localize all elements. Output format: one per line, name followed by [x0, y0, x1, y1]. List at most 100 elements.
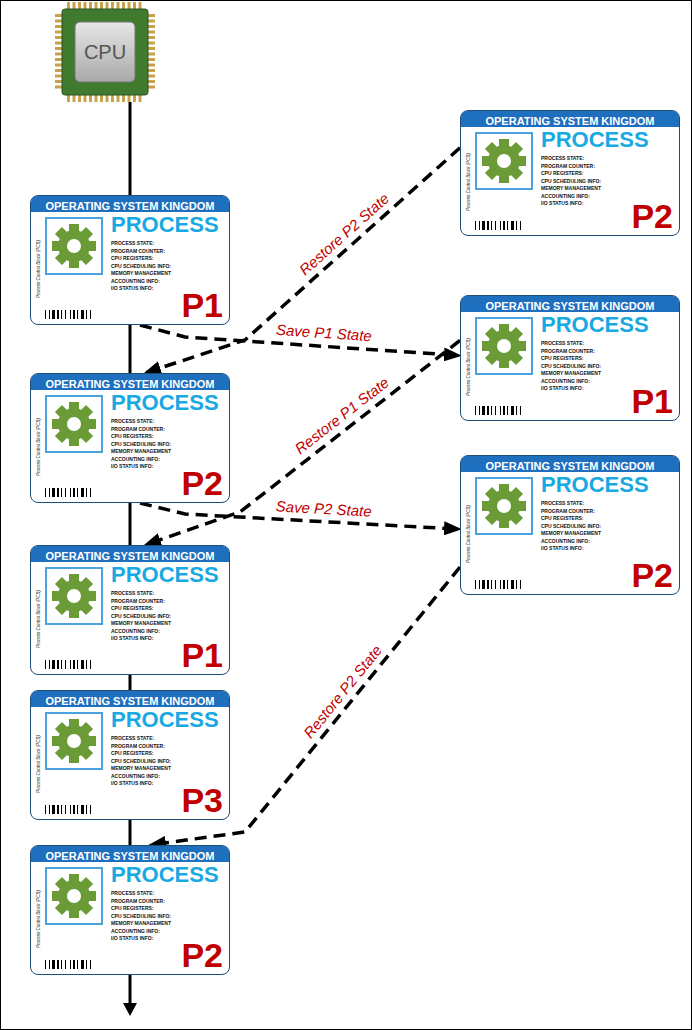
- pcb-field: CPU SCHEDULING INFO:: [541, 363, 601, 371]
- barcode-bar: [520, 580, 521, 589]
- chip-label-wrap: CPU: [75, 22, 135, 82]
- gear-tooth: [55, 227, 93, 265]
- gear-tooth: [55, 405, 93, 443]
- barcode-bar: [516, 580, 517, 589]
- timeline-line: [129, 503, 132, 545]
- card-header: OPERATING SYSTEM KINGDOM: [45, 376, 214, 392]
- barcode-bar: [73, 488, 75, 497]
- chip-substrate: [62, 9, 148, 95]
- process-id: P1: [181, 638, 223, 672]
- barcode: [475, 580, 535, 589]
- pcb-side-label: Process Control Block (PCB): [466, 153, 471, 211]
- pcb-field: MEMORY MANAGEMENT: [541, 370, 601, 378]
- pcb-field: MEMORY MANAGEMENT: [541, 185, 601, 193]
- process-heading: PROCESS: [111, 563, 219, 587]
- barcode-bar: [45, 310, 46, 319]
- barcode-bar: [81, 805, 84, 814]
- barcode-bar: [520, 406, 521, 415]
- barcode-bar: [86, 660, 87, 669]
- pcb-field: MEMORY MANAGEMENT: [111, 620, 171, 628]
- gear-body: [58, 880, 90, 912]
- pcb-side-label: Process Control Block (PCB): [36, 240, 41, 298]
- pcb-field: PROCESS STATE:: [111, 418, 171, 426]
- pcb-card: OPERATING SYSTEM KINGDOMProcess Control …: [30, 545, 230, 675]
- barcode-bar: [57, 660, 59, 669]
- gear-tooth: [55, 722, 93, 760]
- pcb-field-list: PROCESS STATE:PROGRAM COUNTER:CPU REGIST…: [111, 240, 171, 293]
- pcb-field: PROGRAM COUNTER:: [541, 163, 601, 171]
- card-header: OPERATING SYSTEM KINGDOM: [45, 548, 214, 564]
- barcode-bar: [482, 580, 485, 589]
- pcb-side-label: Process Control Block (PCB): [36, 418, 41, 476]
- pcb-field: I/O STATUS INFO:: [111, 935, 171, 943]
- gear-hole: [497, 339, 511, 353]
- gear-tooth: [55, 877, 93, 915]
- icon-frame: [46, 218, 102, 274]
- pcb-field: CPU REGISTERS:: [111, 433, 171, 441]
- barcode-bar: [503, 406, 505, 415]
- barcode: [45, 310, 105, 319]
- barcode-bar: [90, 960, 91, 969]
- pcb-field: CPU REGISTERS:: [541, 515, 601, 523]
- barcode-bar: [65, 310, 66, 319]
- gear-tooth: [55, 577, 93, 615]
- barcode-bar: [70, 488, 71, 497]
- edge-label: Save P1 State: [275, 321, 372, 344]
- gear-tooth: [55, 722, 93, 760]
- barcode-bar: [500, 221, 501, 230]
- barcode-bar: [49, 805, 50, 814]
- gear-hole: [67, 889, 81, 903]
- barcode-bar: [507, 580, 508, 589]
- barcode-bar: [86, 310, 87, 319]
- barcode: [475, 221, 535, 230]
- pcb-field: PROCESS STATE:: [111, 890, 171, 898]
- process-heading: PROCESS: [111, 708, 219, 732]
- gear-tooth: [485, 487, 523, 525]
- gear-hole: [67, 734, 81, 748]
- process-heading: PROCESS: [111, 391, 219, 415]
- barcode-bar: [45, 960, 46, 969]
- barcode-bar: [57, 960, 59, 969]
- barcode-bar: [520, 221, 521, 230]
- barcode-bar: [73, 310, 75, 319]
- barcode-bar: [495, 221, 496, 230]
- pcb-field: CPU SCHEDULING INFO:: [111, 913, 171, 921]
- barcode-bar: [65, 960, 66, 969]
- process-id: P2: [181, 938, 223, 972]
- gear-tooth: [55, 877, 93, 915]
- pcb-side-label: Process Control Block (PCB): [466, 338, 471, 396]
- barcode-bar: [482, 406, 485, 415]
- pcb-field: PROGRAM COUNTER:: [541, 348, 601, 356]
- gear-tooth: [485, 327, 523, 365]
- barcode-bar: [516, 406, 517, 415]
- gear-icon: [475, 317, 533, 375]
- barcode: [45, 660, 105, 669]
- pcb-field: ACCOUNTING INFO:: [541, 193, 601, 201]
- pcb-field: I/O STATUS INFO:: [541, 200, 601, 208]
- pcb-field: I/O STATUS INFO:: [111, 285, 171, 293]
- pcb-field: I/O STATUS INFO:: [111, 780, 171, 788]
- gear-tooth: [55, 405, 93, 443]
- card-header-band: OPERATING SYSTEM KINGDOM: [31, 546, 229, 562]
- gear-hole: [67, 417, 81, 431]
- pcb-field: CPU REGISTERS:: [541, 355, 601, 363]
- process-id: P2: [181, 466, 223, 500]
- barcode-bar: [77, 805, 78, 814]
- gear-icon: [475, 477, 533, 535]
- barcode-bar: [52, 310, 55, 319]
- pcb-field: MEMORY MANAGEMENT: [111, 270, 171, 278]
- pcb-field: ACCOUNTING INFO:: [111, 773, 171, 781]
- pcb-field: PROGRAM COUNTER:: [111, 898, 171, 906]
- barcode-bar: [479, 580, 480, 589]
- pcb-field-list: PROCESS STATE:PROGRAM COUNTER:CPU REGIST…: [541, 155, 601, 208]
- gear-body: [488, 145, 520, 177]
- barcode-bar: [57, 310, 59, 319]
- edge-label: Restore P2 State: [295, 189, 391, 278]
- pcb-field: CPU REGISTERS:: [541, 170, 601, 178]
- pcb-card: OPERATING SYSTEM KINGDOMProcess Control …: [460, 110, 680, 236]
- barcode-bar: [81, 660, 84, 669]
- gear-body: [58, 230, 90, 262]
- barcode-bar: [70, 310, 71, 319]
- timeline-line: [129, 675, 132, 690]
